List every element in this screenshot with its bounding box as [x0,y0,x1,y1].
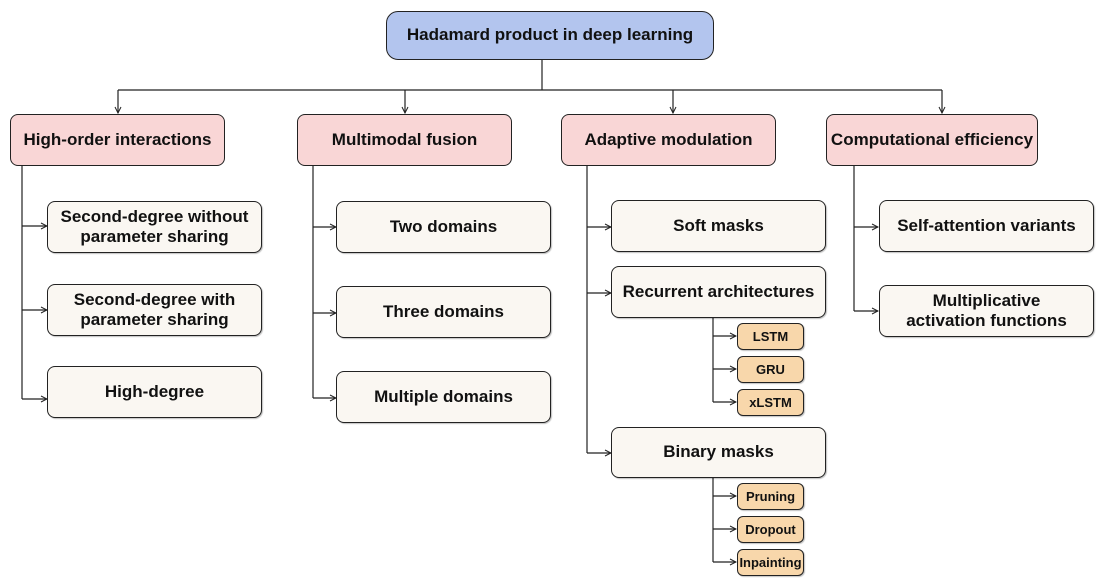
item-high-degree: High-degree [47,366,262,418]
category-computational-efficiency: Computational efficiency [826,114,1038,166]
leaf-dropout: Dropout [737,516,804,543]
item-multiplicative-activation-functions: Multiplicative activation functions [879,285,1094,337]
leaf-gru: GRU [737,356,804,383]
leaf-lstm: LSTM [737,323,804,350]
leaf-inpainting: Inpainting [737,549,804,576]
item-second-degree-with-sharing: Second-degree with parameter sharing [47,284,262,336]
item-three-domains: Three domains [336,286,551,338]
category-adaptive-modulation: Adaptive modulation [561,114,776,166]
leaf-pruning: Pruning [737,483,804,510]
item-soft-masks: Soft masks [611,200,826,252]
leaf-xlstm: xLSTM [737,389,804,416]
root-node: Hadamard product in deep learning [386,11,714,60]
item-multiple-domains: Multiple domains [336,371,551,423]
item-two-domains: Two domains [336,201,551,253]
item-second-degree-without-sharing: Second-degree without parameter sharing [47,201,262,253]
category-multimodal-fusion: Multimodal fusion [297,114,512,166]
category-high-order-interactions: High-order interactions [10,114,225,166]
item-recurrent-architectures: Recurrent architectures [611,266,826,318]
item-self-attention-variants: Self-attention variants [879,200,1094,252]
item-binary-masks: Binary masks [611,427,826,478]
